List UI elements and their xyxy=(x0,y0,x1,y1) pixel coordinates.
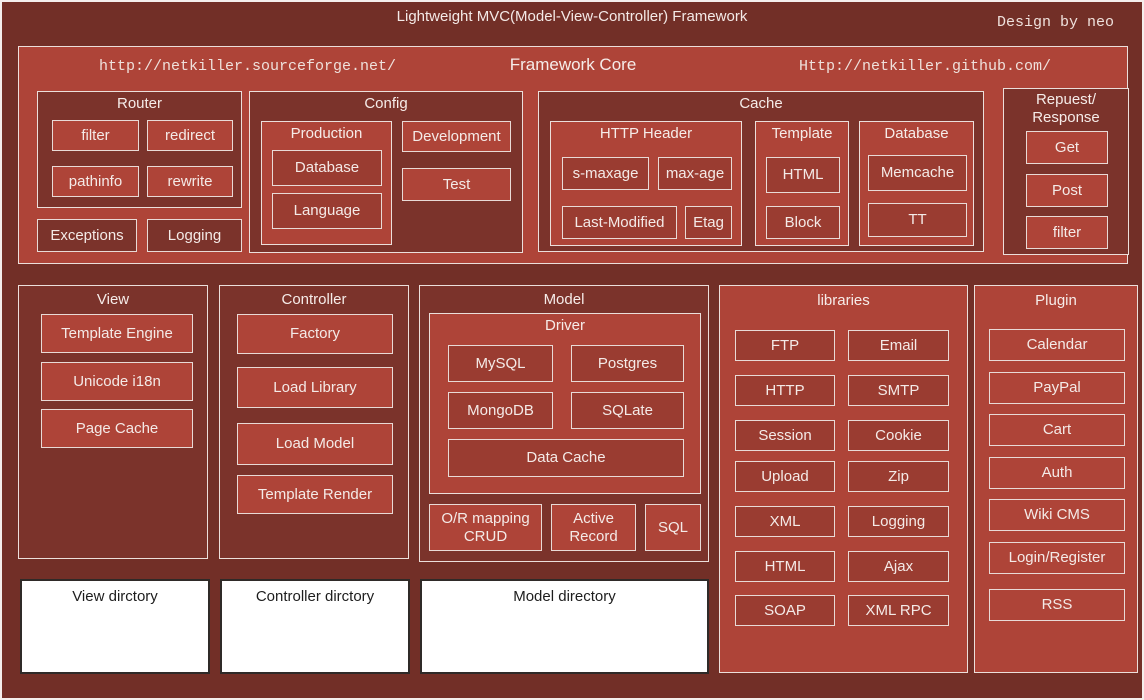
driver-subgroup: Driver MySQL Postgres MongoDB SQLate Dat… xyxy=(429,313,701,494)
exceptions-node: Exceptions xyxy=(37,219,137,252)
controller-node-factory: Factory xyxy=(237,314,393,354)
controller-node-template-render: Template Render xyxy=(237,475,393,514)
router-group: Router filter redirect pathinfo rewrite xyxy=(37,91,242,208)
request-title-line2: Response xyxy=(1032,109,1100,126)
router-title: Router xyxy=(116,95,163,112)
framework-core-title: Framework Core xyxy=(509,55,637,74)
production-subgroup: Production Database Language xyxy=(261,121,392,245)
request-node-post: Post xyxy=(1026,174,1108,207)
library-node-zip: Zip xyxy=(848,461,949,492)
library-node-http: HTTP xyxy=(735,375,835,406)
model-node-sql: SQL xyxy=(645,504,701,551)
library-node-logging: Logging xyxy=(848,506,949,537)
plugin-node-login-register: Login/Register xyxy=(989,542,1125,574)
cache-group: Cache HTTP Header s-maxage max-age Last-… xyxy=(538,91,984,252)
driver-node-mongodb: MongoDB xyxy=(448,392,553,429)
cache-node-last-modified: Last-Modified xyxy=(562,206,677,239)
config-title: Config xyxy=(364,95,408,112)
cache-database-subgroup: Database Memcache TT xyxy=(859,121,974,246)
cache-node-etag: Etag xyxy=(685,206,732,239)
sourceforge-url: http://netkiller.sourceforge.net/ xyxy=(99,58,397,75)
driver-node-postgres: Postgres xyxy=(571,345,684,382)
library-node-email: Email xyxy=(848,330,949,361)
plugin-title: Plugin xyxy=(1035,292,1077,309)
production-title: Production xyxy=(290,125,363,142)
template-subgroup: Template HTML Block xyxy=(755,121,849,246)
controller-node-load-model: Load Model xyxy=(237,423,393,465)
framework-core-panel: http://netkiller.sourceforge.net/ Framew… xyxy=(18,46,1129,264)
plugin-node-calendar: Calendar xyxy=(989,329,1125,361)
controller-panel: Controller Factory Load Library Load Mod… xyxy=(219,285,409,559)
http-header-title: HTTP Header xyxy=(599,125,693,142)
library-node-xml: XML xyxy=(735,506,835,537)
controller-node-load-library: Load Library xyxy=(237,367,393,408)
controller-directory-box: Controller dirctory xyxy=(220,579,410,674)
library-node-ajax: Ajax xyxy=(848,551,949,582)
driver-node-sqlate: SQLate xyxy=(571,392,684,429)
plugin-node-paypal: PayPal xyxy=(989,372,1125,404)
library-node-cookie: Cookie xyxy=(848,420,949,451)
model-panel: Model Driver MySQL Postgres MongoDB SQLa… xyxy=(419,285,709,562)
library-node-xml-rpc: XML RPC xyxy=(848,595,949,626)
cache-node-s-maxage: s-maxage xyxy=(562,157,649,190)
view-node-unicode-i18n: Unicode i18n xyxy=(41,362,193,401)
view-panel: View Template Engine Unicode i18n Page C… xyxy=(18,285,208,559)
request-response-group: Repuest/ Response Get Post filter xyxy=(1003,88,1129,255)
template-title: Template xyxy=(771,125,833,142)
controller-title: Controller xyxy=(281,291,347,308)
router-node-pathinfo: pathinfo xyxy=(52,166,139,197)
model-directory-box: Model directory xyxy=(420,579,709,674)
github-url: Http://netkiller.github.com/ xyxy=(799,58,1052,75)
library-node-ftp: FTP xyxy=(735,330,835,361)
model-title: Model xyxy=(543,291,585,308)
request-node-filter: filter xyxy=(1026,216,1108,249)
page-title: Lightweight MVC(Model-View-Controller) F… xyxy=(396,8,748,25)
cache-node-tt: TT xyxy=(868,203,967,237)
plugin-node-auth: Auth xyxy=(989,457,1125,489)
plugin-node-cart: Cart xyxy=(989,414,1125,446)
view-node-template-engine: Template Engine xyxy=(41,314,193,353)
production-node-language: Language xyxy=(272,193,382,229)
cache-node-html: HTML xyxy=(766,157,840,193)
library-node-html: HTML xyxy=(735,551,835,582)
model-node-active-record: Active Record xyxy=(551,504,636,551)
production-node-database: Database xyxy=(272,150,382,186)
library-node-session: Session xyxy=(735,420,835,451)
cache-database-title: Database xyxy=(884,125,949,142)
router-node-rewrite: rewrite xyxy=(147,166,233,197)
plugin-node-wiki-cms: Wiki CMS xyxy=(989,499,1125,531)
cache-node-max-age: max-age xyxy=(658,157,732,190)
test-node: Test xyxy=(402,168,511,201)
view-title: View xyxy=(96,291,130,308)
http-header-subgroup: HTTP Header s-maxage max-age Last-Modifi… xyxy=(550,121,742,246)
logging-node: Logging xyxy=(147,219,242,252)
cache-node-block: Block xyxy=(766,206,840,239)
cache-title: Cache xyxy=(739,95,783,112)
cache-node-memcache: Memcache xyxy=(868,155,967,191)
plugin-panel: Plugin Calendar PayPal Cart Auth Wiki CM… xyxy=(974,285,1138,673)
driver-node-mysql: MySQL xyxy=(448,345,553,382)
driver-title: Driver xyxy=(545,317,585,334)
library-node-smtp: SMTP xyxy=(848,375,949,406)
credit-text: Design by neo xyxy=(996,14,1114,31)
development-node: Development xyxy=(402,121,511,152)
view-node-page-cache: Page Cache xyxy=(41,409,193,448)
plugin-node-rss: RSS xyxy=(989,589,1125,621)
libraries-title: libraries xyxy=(817,292,870,309)
library-node-soap: SOAP xyxy=(735,595,835,626)
model-node-or-mapping-crud: O/R mapping CRUD xyxy=(429,504,542,551)
router-node-redirect: redirect xyxy=(147,120,233,151)
view-directory-box: View dirctory xyxy=(20,579,210,674)
libraries-panel: libraries FTP Email HTTP SMTP Session Co… xyxy=(719,285,968,673)
driver-node-data-cache: Data Cache xyxy=(448,439,684,477)
router-node-filter: filter xyxy=(52,120,139,151)
library-node-upload: Upload xyxy=(735,461,835,492)
request-node-get: Get xyxy=(1026,131,1108,164)
config-group: Config Production Database Language Deve… xyxy=(249,91,523,253)
request-title-line1: Repuest/ xyxy=(1035,91,1097,108)
